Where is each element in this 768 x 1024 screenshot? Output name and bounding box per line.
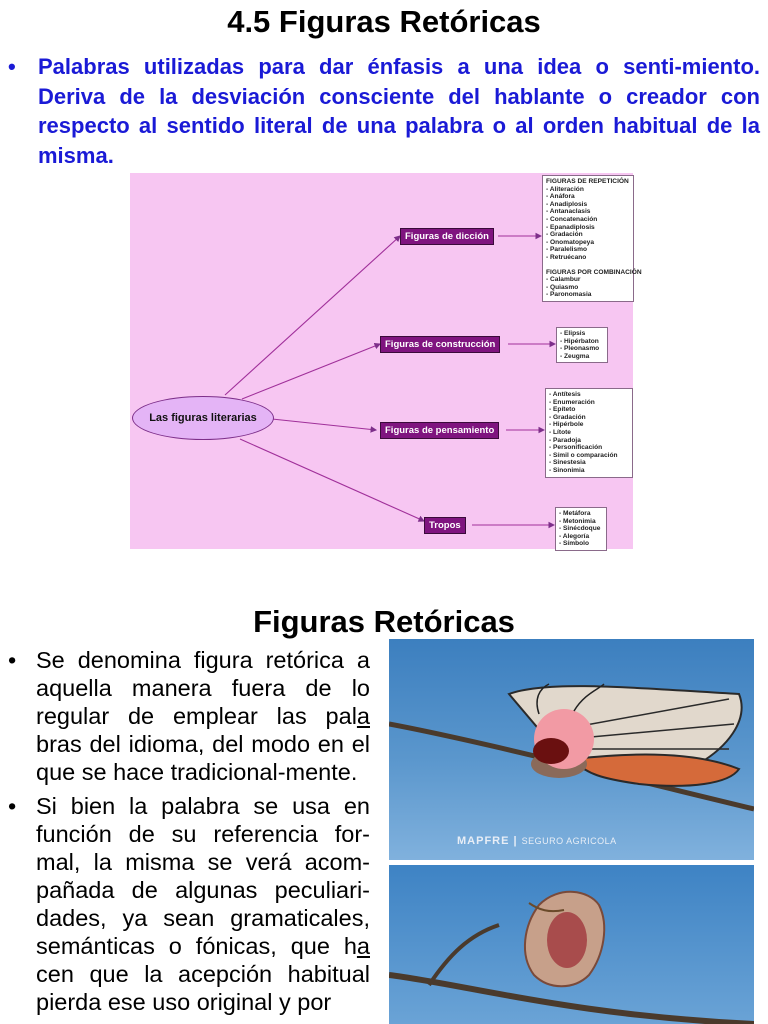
list-item: - Zeugma	[560, 352, 590, 360]
intro-text: Palabras utilizadas para dar énfasis a u…	[38, 54, 760, 168]
node-tropos: Tropos	[424, 517, 466, 534]
bullet-icon: •	[8, 54, 16, 79]
logo-tagline: SEGURO AGRICOLA	[521, 836, 617, 846]
connector-tropos	[239, 438, 426, 522]
diagram-connectors	[224, 232, 557, 529]
list-item: - Enumeración	[549, 398, 595, 406]
slide-title: 4.5 Figuras Retóricas	[227, 4, 541, 39]
node-figuras-pensamiento: Figuras de pensamiento	[380, 422, 500, 439]
bullet-icon: •	[8, 793, 17, 819]
list-item: - Lítote	[549, 428, 571, 436]
list-item: - Antítesis	[549, 391, 581, 398]
underlined-letter: a	[356, 933, 370, 959]
logo-separator: |	[513, 835, 518, 847]
list-item: - Alegoría	[559, 532, 590, 540]
box-construccion-list: - Elipsis - Hipérbaton - Pleonasmo - Zeu…	[556, 327, 608, 364]
connector-diccion	[224, 235, 401, 396]
paragraph-2-text-b: cen que la acepción habitual pierda ese …	[36, 961, 370, 1015]
creature-illustration	[389, 890, 754, 1024]
list-item: - Sinécdoque	[559, 525, 601, 533]
paragraph-1: • Se denomina figura retórica a aquella …	[8, 646, 370, 786]
root-node: Las figuras literarias	[132, 396, 274, 440]
list-item: - Paradoja	[549, 436, 581, 444]
list-item: - Paralelismo	[546, 246, 588, 254]
underlined-letter: a	[356, 703, 370, 729]
list-item: - Aliteración	[546, 185, 584, 193]
paragraph-2: • Si bien la palabra se usa en función d…	[8, 792, 370, 1016]
list-item: - Personificación	[549, 444, 603, 452]
list-item: - Pleonasmo	[560, 345, 600, 353]
mapfre-logo: MAPFRE | SEGURO AGRICOLA	[457, 835, 617, 847]
paragraph-2-text-a: Si bien la palabra se usa en función de …	[36, 793, 370, 959]
list-item: - Hipérbole	[549, 421, 584, 429]
list-item: - Símbolo	[559, 540, 590, 548]
list-item: - Paronomasia	[546, 291, 592, 299]
paragraph-1-text-a: Se denomina figura retórica a aquella ma…	[36, 647, 370, 729]
node-figuras-construccion: Figuras de construcción	[380, 336, 501, 353]
bullet-icon: •	[8, 647, 17, 673]
intro-paragraph: • Palabras utilizadas para dar énfasis a…	[8, 52, 760, 170]
list-item: - Hipérbaton	[560, 337, 599, 345]
group-heading: FIGURAS DE REPETICIÓN	[546, 178, 629, 185]
butterfly-illustration	[389, 683, 754, 812]
list-item: - Gradación	[549, 413, 586, 421]
list-item: - Antanaclasis	[546, 208, 591, 216]
list-item: - Sinonimia	[549, 466, 585, 474]
box-pensamiento-list: - Antítesis - Enumeración - Epíteto - Gr…	[545, 388, 633, 478]
list-item: - Símil o comparación	[549, 451, 618, 459]
lizard-bird-photo	[389, 865, 754, 1024]
list-item: - Elipsis	[560, 330, 586, 337]
group-heading: FIGURAS POR COMBINACIÓN	[546, 268, 642, 276]
box-diccion-list: FIGURAS DE REPETICIÓN - Aliteración - An…	[542, 175, 642, 302]
logo-brand: MAPFRE	[457, 835, 510, 847]
connector-pensamiento	[271, 418, 378, 433]
box-tropos-list: - Metáfora - Metonimia - Sinécdoque - Al…	[555, 507, 607, 551]
list-item: - Concatenación	[546, 215, 598, 223]
list-item: - Quiasmo	[546, 283, 579, 291]
paragraph-1-text-b: bras del idioma, del modo en el que se h…	[36, 731, 370, 785]
list-item: - Sinestesia	[549, 459, 586, 467]
list-item: - Anadiplosis	[546, 200, 588, 208]
slide2-title: Figuras Retóricas	[253, 604, 515, 639]
connector-construccion	[241, 342, 382, 400]
node-figuras-diccion: Figuras de dicción	[400, 228, 494, 245]
list-item: - Metáfora	[559, 510, 591, 517]
slide2-body: • Se denomina figura retórica a aquella …	[8, 646, 370, 1022]
figures-diagram: Las figuras literarias Figuras de dicció…	[130, 173, 642, 551]
list-item: - Metonimia	[559, 517, 596, 525]
list-item: - Gradación	[546, 231, 583, 239]
list-item: - Retruécano	[546, 253, 587, 261]
butterfly-photo: MAPFRE | SEGURO AGRICOLA	[389, 639, 754, 860]
list-item: - Anáfora	[546, 193, 575, 201]
list-item: - Onomatopeya	[546, 238, 594, 246]
list-item: - Epíteto	[549, 406, 576, 414]
list-item: - Calambur	[546, 276, 581, 284]
list-item: - Epanadiplosis	[546, 223, 595, 231]
